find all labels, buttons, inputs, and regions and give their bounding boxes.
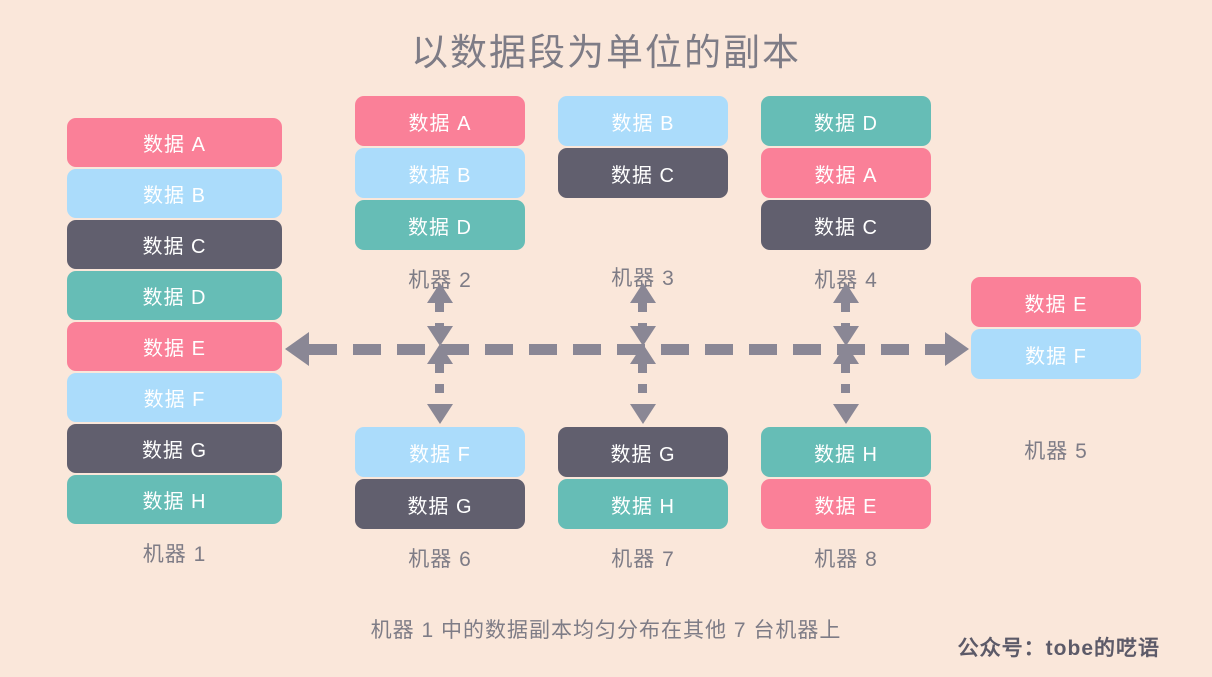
- connector-3-up-head: [630, 283, 656, 303]
- connector-6-up-head: [427, 344, 453, 364]
- data-block[interactable]: 数据 C: [67, 220, 282, 269]
- data-block[interactable]: 数据 E: [67, 322, 282, 371]
- machine-6-label: 机器 6: [408, 548, 472, 571]
- connector-2-up-head: [427, 283, 453, 303]
- data-block[interactable]: 数据 H: [558, 479, 728, 529]
- data-block[interactable]: 数据 C: [761, 200, 931, 250]
- connector-7-up-head: [630, 344, 656, 364]
- bus-arrow-right-head: [945, 332, 969, 366]
- data-block[interactable]: 数据 E: [971, 277, 1141, 327]
- data-block[interactable]: 数据 G: [558, 427, 728, 477]
- data-block[interactable]: 数据 F: [67, 373, 282, 422]
- connector-4-up-line: [841, 303, 850, 337]
- diagram-caption: 机器 1 中的数据副本均匀分布在其他 7 台机器上: [370, 619, 842, 642]
- machine-5-label: 机器 5: [1024, 440, 1088, 463]
- data-block[interactable]: 数据 D: [67, 271, 282, 320]
- machine-1-label: 机器 1: [142, 543, 207, 566]
- data-block[interactable]: 数据 A: [761, 148, 931, 198]
- page-title: 以数据段为单位的副本: [411, 32, 801, 73]
- connector-2-up-line: [435, 303, 444, 337]
- connector-8-down-line: [841, 364, 850, 404]
- data-block[interactable]: 数据 F: [355, 427, 525, 477]
- data-block[interactable]: 数据 B: [355, 148, 525, 198]
- connector-8-up-head: [833, 344, 859, 364]
- data-block[interactable]: 数据 H: [761, 427, 931, 477]
- machine-2-label: 机器 2: [408, 269, 472, 292]
- connector-3-up-line: [638, 303, 647, 337]
- connector-4-up-head: [833, 283, 859, 303]
- data-block[interactable]: 数据 G: [67, 424, 282, 473]
- data-block[interactable]: 数据 B: [558, 96, 728, 146]
- connector-6-down-head: [427, 404, 453, 424]
- data-block[interactable]: 数据 C: [558, 148, 728, 198]
- machine-3-label: 机器 3: [611, 267, 675, 290]
- bus-arrow-left-head: [285, 332, 309, 366]
- connector-7-down-head: [630, 404, 656, 424]
- data-block[interactable]: 数据 G: [355, 479, 525, 529]
- data-block[interactable]: 数据 A: [355, 96, 525, 146]
- connector-7-down-line: [638, 364, 647, 404]
- machine-4-label: 机器 4: [814, 269, 878, 292]
- machine-7-label: 机器 7: [611, 548, 675, 571]
- connector-8-down-head: [833, 404, 859, 424]
- data-block[interactable]: 数据 F: [971, 329, 1141, 379]
- connector-3-down-head: [630, 326, 656, 346]
- watermark-label: 公众号：tobe的呓语: [957, 637, 1160, 660]
- data-block[interactable]: 数据 B: [67, 169, 282, 218]
- data-block[interactable]: 数据 E: [761, 479, 931, 529]
- data-block[interactable]: 数据 H: [67, 475, 282, 524]
- data-block[interactable]: 数据 D: [355, 200, 525, 250]
- connector-6-down-line: [435, 364, 444, 404]
- data-block[interactable]: 数据 A: [67, 118, 282, 167]
- data-block[interactable]: 数据 D: [761, 96, 931, 146]
- connector-4-down-head: [833, 326, 859, 346]
- connector-2-down-head: [427, 326, 453, 346]
- machine-8-label: 机器 8: [814, 548, 878, 571]
